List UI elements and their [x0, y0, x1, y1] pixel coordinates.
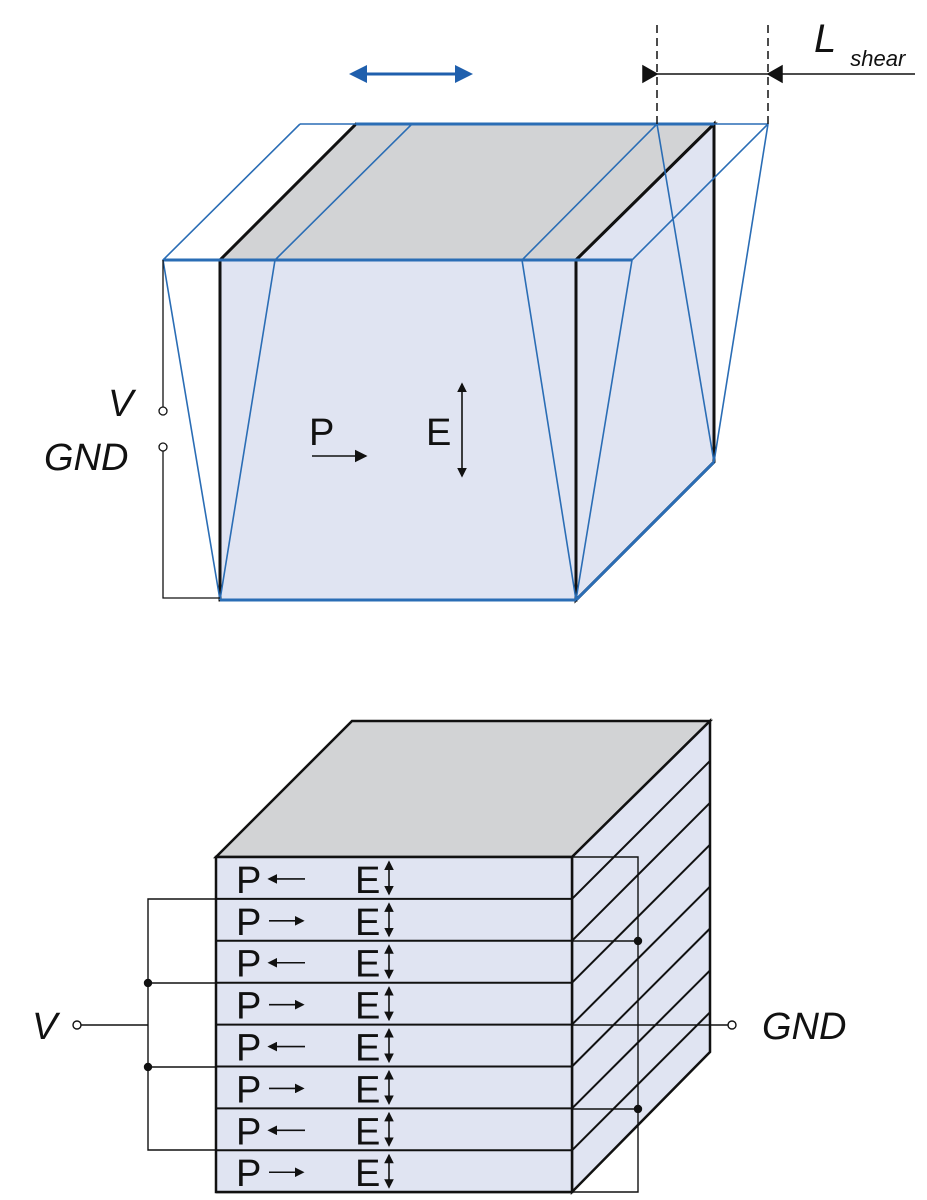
ground-label: GND [44, 437, 128, 479]
top-wiring [158, 260, 220, 599]
layer-side-edge [571, 885, 711, 1026]
layer-side-edge [571, 969, 711, 1110]
layer-polarization-label: P [236, 860, 261, 902]
layer-field-label: E [355, 860, 380, 902]
layer-polarization-label: P [236, 1111, 261, 1153]
layer-side-edge [571, 927, 711, 1068]
layer-field-label: E [355, 1111, 380, 1153]
layer-field-label: E [355, 944, 380, 986]
layer-field-label: E [355, 902, 380, 944]
stack-voltage-label: V [32, 1006, 61, 1048]
field-label: E [426, 412, 451, 454]
layer-side-edge [571, 843, 711, 984]
layer-field-label: E [355, 1069, 380, 1111]
layer-side-edge [571, 760, 711, 900]
layer-side-edge [571, 1011, 711, 1152]
layer-polarization-label: P [236, 944, 261, 986]
layer-side-edge [571, 802, 711, 942]
layer-field-label: E [355, 1028, 380, 1070]
layer-polarization-label: P [236, 902, 261, 944]
stack-wiring [72, 856, 737, 1193]
stack-ground-label: GND [762, 1006, 846, 1048]
polarization-label: P [309, 412, 334, 454]
layer-polarization-label: P [236, 1028, 261, 1070]
front-face [218, 258, 578, 602]
shear-dimension [642, 25, 915, 124]
layer-polarization-label: P [236, 1069, 261, 1111]
layer-field-label: E [355, 986, 380, 1028]
layer-polarization-label: P [236, 1153, 261, 1195]
layer-polarization-label: P [236, 986, 261, 1028]
voltage-label: V [108, 383, 137, 425]
sheared-outline [162, 122, 769, 602]
layer-field-label: E [355, 1153, 380, 1195]
